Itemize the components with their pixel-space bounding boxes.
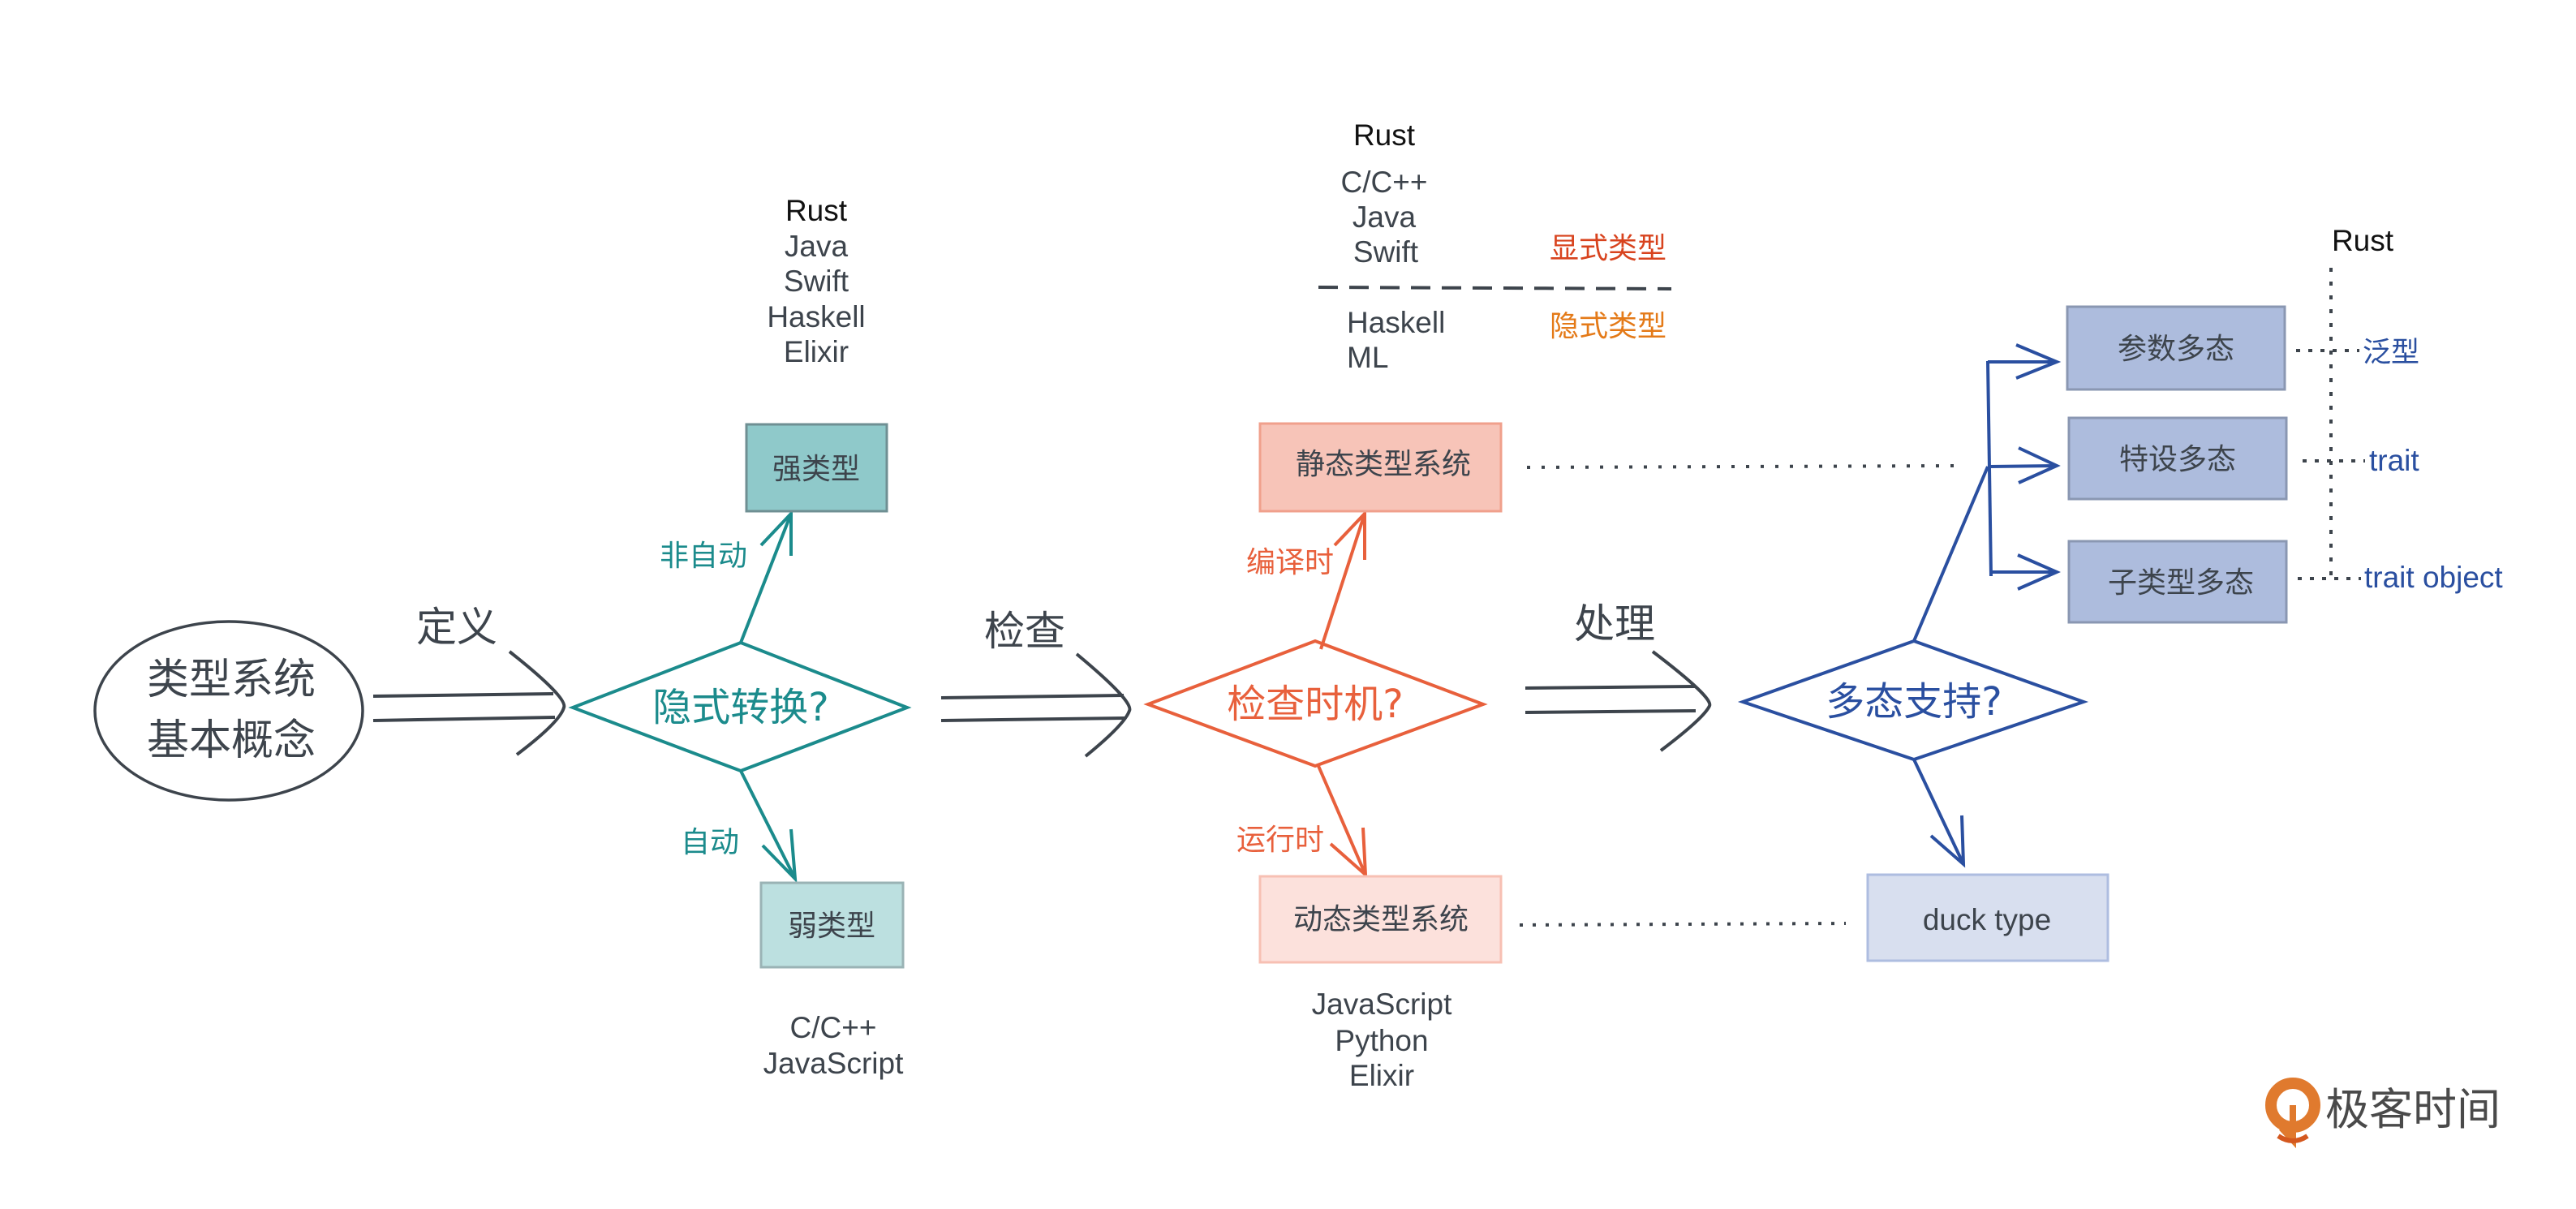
language-item: Rust xyxy=(1353,118,1416,152)
dynamic-to-duck-dotted xyxy=(1519,922,1847,927)
rust-trait-object-label: trait object xyxy=(2364,561,2503,594)
static-type-node: 静态类型系统 xyxy=(1258,422,1503,513)
polymorphism-decision: 多态支持? xyxy=(1737,639,2089,762)
poly-box xyxy=(2067,540,2288,624)
edge-check: 检查 xyxy=(940,608,1132,758)
adhoc-polymorphism-node: 特设多态 xyxy=(2067,416,2288,501)
arrow-to-strong: 非自动 xyxy=(660,509,793,643)
explicit-implicit-divider xyxy=(1318,286,1672,290)
weak-type-node: 弱类型 xyxy=(759,881,905,969)
language-item: Swift xyxy=(784,265,849,298)
duck-type-node: duck type xyxy=(1866,873,2109,962)
poly-box-label: 特设多态 xyxy=(2119,443,2236,476)
rust-trait-label: trait xyxy=(2369,444,2419,477)
duck-type-box xyxy=(1866,873,2109,962)
implicit-type-label: 隐式类型 xyxy=(1550,310,1666,343)
poly-box-label: 参数多态 xyxy=(2118,333,2234,366)
dynamic-type-languages: JavaScript Python Elixir xyxy=(1312,987,1452,1092)
explicit-type-label: 显式类型 xyxy=(1550,232,1666,265)
language-item: Haskell xyxy=(767,300,865,333)
double-arrow-line-top xyxy=(372,692,554,698)
language-item: Java xyxy=(785,230,849,263)
geektime-logo: 极客时间 xyxy=(2265,1078,2501,1149)
static-to-poly-dotted xyxy=(1526,464,1963,469)
rust-generics-label: 泛型 xyxy=(2363,337,2419,369)
language-item: C/C++ xyxy=(1341,166,1428,199)
double-arrow-line-bottom xyxy=(372,716,556,722)
dynamic-type-label: 动态类型系统 xyxy=(1293,903,1469,936)
static-type-box xyxy=(1258,422,1503,513)
runtime-label: 运行时 xyxy=(1236,824,1324,857)
poly-branch-arrows xyxy=(1912,343,2062,642)
poly-box-label: 子类型多态 xyxy=(2108,566,2254,600)
decision-diamond xyxy=(568,640,912,773)
parametric-polymorphism-node: 参数多态 xyxy=(2066,305,2286,391)
start-ellipse xyxy=(93,620,364,802)
arrow-to-static: 编译时 xyxy=(1246,509,1366,650)
language-item: Elixir xyxy=(784,335,849,368)
geektime-logo-text: 极客时间 xyxy=(2325,1084,2501,1135)
duck-type-label: duck type xyxy=(1923,903,2051,936)
rust-mapping: Rust 泛型 trait trait object xyxy=(2296,224,2503,594)
weak-type-languages: C/C++ JavaScript xyxy=(763,1011,904,1080)
auto-label: 自动 xyxy=(681,826,739,859)
strong-type-languages: Rust Java Swift Haskell Elixir xyxy=(767,194,865,368)
decision-label: 隐式转换? xyxy=(652,685,828,730)
decision-label: 检查时机? xyxy=(1227,682,1403,727)
edge-define-label: 定义 xyxy=(416,604,497,651)
static-type-label: 静态类型系统 xyxy=(1296,448,1471,481)
start-label-line1: 类型系统 xyxy=(147,656,316,704)
subtype-polymorphism-node: 子类型多态 xyxy=(2067,540,2288,624)
strong-type-label: 强类型 xyxy=(772,453,860,486)
language-item: Java xyxy=(1353,200,1417,234)
language-item: C/C++ xyxy=(790,1011,877,1044)
edge-handle-label: 处理 xyxy=(1574,600,1655,648)
decision-diamond xyxy=(1737,639,2089,762)
geektime-logo-icon xyxy=(2265,1078,2320,1149)
implicit-type-languages: Haskell ML 隐式类型 xyxy=(1347,306,1666,374)
poly-box xyxy=(2066,305,2286,391)
double-arrow-head xyxy=(508,650,566,756)
dynamic-type-box xyxy=(1258,875,1503,964)
edge-define: 定义 xyxy=(372,604,566,756)
edge-handle: 处理 xyxy=(1525,600,1712,752)
language-item: Swift xyxy=(1353,235,1419,269)
arrow-to-weak: 自动 xyxy=(681,770,798,884)
weak-type-box xyxy=(759,881,905,969)
language-item: ML xyxy=(1347,341,1388,374)
language-item: JavaScript xyxy=(1312,987,1452,1021)
language-item: Rust xyxy=(785,194,848,227)
language-item: Elixir xyxy=(1349,1059,1414,1092)
rust-header: Rust xyxy=(2332,224,2394,257)
arrow-to-duck xyxy=(1912,759,1966,868)
language-item: Haskell xyxy=(1347,306,1445,339)
strong-type-box xyxy=(745,423,888,513)
explicit-type-languages: Rust C/C++ Java Swift 显式类型 xyxy=(1341,118,1666,269)
start-node: 类型系统 基本概念 xyxy=(93,620,364,802)
edge-check-label: 检查 xyxy=(984,608,1065,655)
language-item: Python xyxy=(1335,1024,1428,1057)
poly-box xyxy=(2067,416,2288,501)
weak-type-label: 弱类型 xyxy=(788,910,875,943)
dynamic-type-node: 动态类型系统 xyxy=(1258,875,1503,964)
compile-time-label: 编译时 xyxy=(1246,546,1334,579)
implicit-conversion-decision: 隐式转换? xyxy=(568,640,912,773)
no-auto-label: 非自动 xyxy=(660,540,747,573)
decision-diamond xyxy=(1143,639,1488,768)
decision-label: 多态支持? xyxy=(1826,679,2002,725)
strong-type-node: 强类型 xyxy=(745,423,888,513)
check-timing-decision: 检查时机? xyxy=(1143,639,1488,768)
language-item: JavaScript xyxy=(763,1047,904,1080)
arrow-to-dynamic: 运行时 xyxy=(1236,765,1368,879)
start-label-line2: 基本概念 xyxy=(147,716,316,765)
